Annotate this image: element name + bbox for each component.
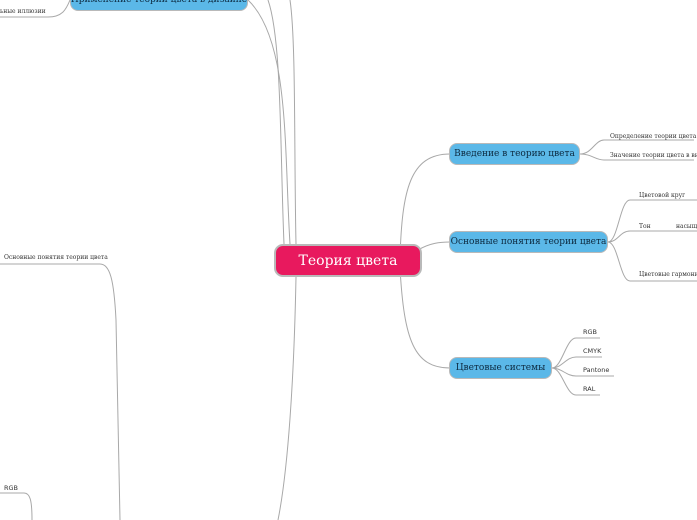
subtopic-intro-definition[interactable]: Определение теории цвета bbox=[610, 133, 697, 140]
left-rgb-label[interactable]: RGB bbox=[4, 484, 19, 492]
left-basics-label[interactable]: Основные понятия теории цвета bbox=[4, 254, 108, 261]
topic-design[interactable]: Применение теории цвета в дизайне bbox=[70, 0, 248, 11]
topic-color-systems[interactable]: Цветовые системы bbox=[449, 357, 552, 379]
subtopic-saturation[interactable]: насыщ bbox=[676, 223, 697, 230]
subtopic-intro-meaning[interactable]: Значение теории цвета в виз bbox=[610, 152, 697, 159]
topic-intro[interactable]: Введение в теорию цвета bbox=[449, 143, 580, 165]
subtopic-illusions[interactable]: ьные иллюзии bbox=[0, 8, 46, 15]
topic-basics[interactable]: Основные понятия теории цвета bbox=[449, 231, 608, 253]
subtopic-hue[interactable]: Тон bbox=[639, 223, 651, 230]
subtopic-color-wheel[interactable]: Цветовой круг bbox=[639, 192, 686, 199]
central-topic[interactable]: Теория цвета bbox=[274, 244, 422, 277]
subtopic-cmyk[interactable]: CMYK bbox=[583, 347, 602, 355]
subtopic-rgb[interactable]: RGB bbox=[583, 328, 598, 336]
subtopic-ral[interactable]: RAL bbox=[583, 385, 596, 393]
subtopic-color-harmonies[interactable]: Цветовые гармони bbox=[639, 271, 697, 278]
subtopic-pantone[interactable]: Pantone bbox=[583, 366, 610, 374]
